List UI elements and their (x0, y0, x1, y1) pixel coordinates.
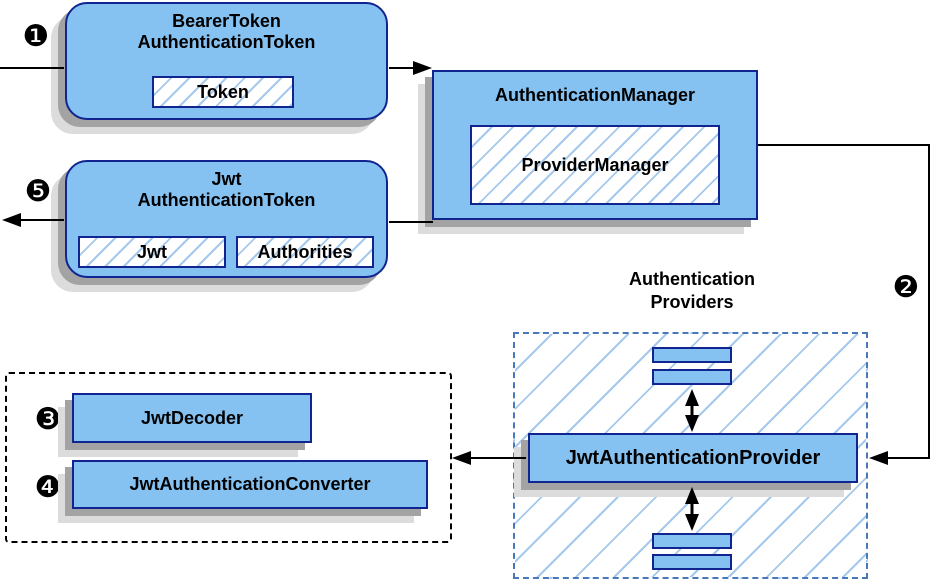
bearer-token-title-line1: BearerToken (172, 11, 281, 31)
authentication-manager-title: AuthenticationManager (494, 85, 695, 105)
step-1-badge: ❶ (22, 19, 50, 54)
jwt-token-title-line1: Jwt (211, 169, 242, 189)
authentication-providers-heading: Authentication Providers (542, 268, 842, 314)
step-4-badge: ❹ (34, 470, 62, 505)
token-field-label: Token (197, 81, 249, 102)
jwt-token-title-line2: AuthenticationToken (137, 190, 316, 210)
jwt-authentication-token-node: Jwt AuthenticationToken Jwt Authorities (65, 160, 388, 278)
jwt-token-title: Jwt AuthenticationToken (67, 169, 386, 211)
authorities-field: Authorities (236, 236, 374, 268)
bearer-to-manager-arrowhead-icon (413, 61, 432, 75)
provider-bar-top-1 (652, 347, 732, 363)
providers-heading-line1: Authentication (629, 269, 755, 289)
outgoing-result-arrowhead-icon (2, 213, 21, 227)
jwt-decoder-node: JwtDecoder (72, 393, 312, 443)
jwt-authentication-provider-label: JwtAuthenticationProvider (565, 446, 821, 469)
provider-bar-bottom-2 (652, 554, 732, 570)
manager-to-provider-arrowhead-icon (869, 451, 888, 465)
bearer-token-node: BearerToken AuthenticationToken Token (65, 2, 388, 120)
authentication-manager-node: AuthenticationManager ProviderManager (432, 70, 758, 220)
providers-heading-line2: Providers (650, 292, 734, 312)
provider-bar-bottom-1 (652, 533, 732, 549)
provider-to-decoder-arrowhead-icon (452, 451, 471, 465)
authorities-field-label: Authorities (257, 241, 353, 262)
bearer-token-title-line2: AuthenticationToken (137, 32, 316, 52)
provider-manager-label: ProviderManager (521, 154, 669, 175)
step-3-badge: ❸ (34, 402, 62, 437)
jwt-field-label: Jwt (136, 241, 167, 262)
bearer-token-title: BearerToken AuthenticationToken (67, 11, 386, 53)
provider-manager-field: ProviderManager (470, 125, 720, 205)
jwt-authentication-converter-label: JwtAuthenticationConverter (129, 474, 371, 494)
step-2-badge: ❷ (892, 270, 920, 305)
jwt-field: Jwt (78, 236, 226, 268)
jwt-authentication-converter-node: JwtAuthenticationConverter (72, 460, 428, 509)
provider-bar-top-2 (652, 369, 732, 385)
token-field: Token (152, 76, 294, 108)
jwt-authentication-provider-node: JwtAuthenticationProvider (528, 433, 858, 483)
jwt-decoder-label: JwtDecoder (140, 407, 244, 428)
step-5-badge: ❺ (24, 174, 52, 209)
